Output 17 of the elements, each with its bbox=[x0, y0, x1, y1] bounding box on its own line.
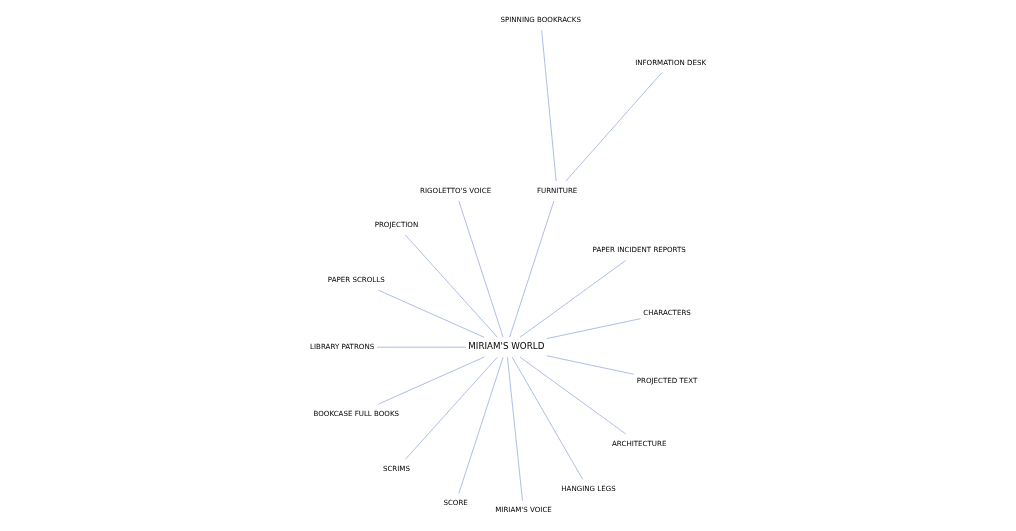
connector bbox=[519, 356, 626, 435]
connector bbox=[509, 200, 555, 338]
connector bbox=[458, 200, 504, 338]
connector bbox=[507, 356, 523, 502]
node-text: MIRIAM'S WORLD bbox=[468, 341, 545, 352]
connector bbox=[511, 356, 584, 480]
connector bbox=[458, 356, 504, 494]
connector bbox=[519, 260, 626, 338]
connector bbox=[541, 30, 557, 182]
connector bbox=[376, 346, 467, 348]
connector bbox=[405, 234, 498, 338]
connector bbox=[546, 355, 635, 375]
connector bbox=[378, 289, 485, 338]
connector bbox=[546, 318, 641, 339]
connector bbox=[565, 72, 663, 182]
connector bbox=[378, 356, 485, 405]
connector bbox=[405, 356, 498, 460]
